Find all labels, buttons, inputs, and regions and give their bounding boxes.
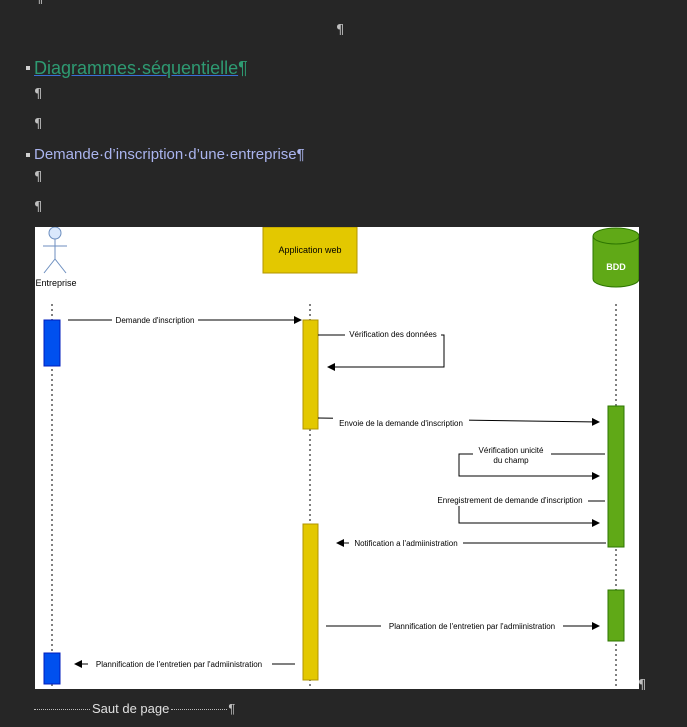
app-label: Application web <box>278 245 341 255</box>
bullet-marker <box>26 66 30 70</box>
heading-text: Demande·d’inscription·d’une·entreprise <box>34 146 297 163</box>
page-break-dots <box>34 709 90 710</box>
sequence-diagram[interactable]: Entreprise Application web BDD Demande d… <box>35 227 639 689</box>
bullet-marker <box>26 153 30 157</box>
actor-activation <box>43 319 61 367</box>
message-label: Vérification des données <box>349 330 437 339</box>
message-label: Enregistrement de demande d'inscription <box>437 496 582 505</box>
message-label: Demande d'inscription <box>116 316 195 325</box>
actor-activation <box>43 652 61 685</box>
paragraph-mark: ¶ <box>35 0 43 7</box>
db-activation <box>607 405 625 548</box>
heading-diagrammes[interactable]: Diagrammes·séquentielle¶ <box>34 58 248 79</box>
paragraph-mark: ¶ <box>34 170 43 185</box>
message-label: Vérification unicité <box>479 446 544 455</box>
heading-demande-inscription[interactable]: Demande·d’inscription·d’une·entreprise¶ <box>34 146 305 163</box>
paragraph-mark: ¶ <box>34 200 43 215</box>
actor-icon <box>43 227 67 274</box>
paragraph-mark: ¶ <box>336 23 345 38</box>
message-label: Plannification de l'entretien par l'admi… <box>389 622 555 631</box>
database-icon <box>592 227 639 288</box>
paragraph-mark: ¶ <box>228 701 236 716</box>
app-activation <box>302 319 319 430</box>
paragraph-mark: ¶ <box>238 58 248 78</box>
actor-label: Entreprise <box>35 278 76 288</box>
paragraph-mark: ¶ <box>638 678 647 693</box>
heading-text: Diagrammes·séquentielle <box>34 58 239 78</box>
db-label: BDD <box>606 262 626 272</box>
paragraph-mark: ¶ <box>34 117 43 132</box>
message-label: Envoie de la demande d'inscription <box>339 419 463 428</box>
paragraph-mark: ¶ <box>34 87 43 102</box>
page-break-dots <box>171 709 228 710</box>
page-break[interactable]: Saut de page ¶ <box>34 701 235 716</box>
paragraph-mark: ¶ <box>296 146 305 163</box>
message-label: Notification a l'admiinistration <box>354 539 457 548</box>
message-label: Plannification de l'entretien par l'admi… <box>96 660 262 669</box>
app-box <box>262 227 358 274</box>
app-activation <box>302 523 319 681</box>
page-break-label: Saut de page <box>92 701 170 716</box>
db-activation <box>607 589 625 642</box>
message-label: du champ <box>493 456 529 465</box>
